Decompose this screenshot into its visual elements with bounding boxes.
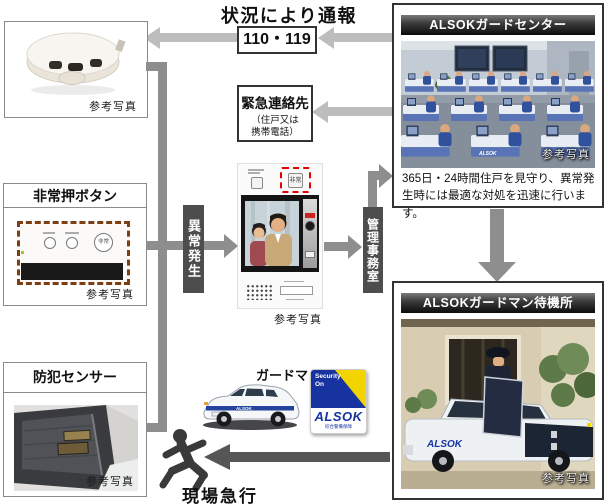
arrow-head [144,27,160,49]
emergency-contact-sub1: （住戸又は [251,115,299,126]
badge-brand: ALSOK [314,409,363,424]
arrow-head [312,101,328,123]
arrow-shaft [328,107,392,116]
alarm-occurred-label: 異常発生 [183,205,204,293]
rush-to-scene-label: 現場急行 [182,487,258,504]
arrow-shaft [160,33,237,42]
panel-black-strip [21,263,123,280]
panel-button-1 [44,237,56,249]
running-man-icon [159,429,208,491]
emergency-contact-title: 緊急連絡先 [241,96,309,111]
desk-brand-label: ALSOK [478,151,497,157]
alsok-security-badge: Security On ALSOK 綜合警備保障 [310,369,367,434]
alsok-guard-center-box: ALSOKガードセンター [392,3,604,220]
connector-smoke-stub [146,62,167,71]
panel-emergency-button: 非常 [94,233,113,252]
station-car-brand-label: ALSOK [426,439,463,450]
photo-caption: 参考写真 [542,149,590,161]
badge-emblem [311,370,366,408]
badge-company: 綜合警備保障 [325,424,352,429]
photo-caption: 参考写真 [86,476,134,488]
camera-lens [305,221,315,231]
security-sensor-title: 防犯センサー [4,363,146,393]
patrol-car-image: ALSOK [203,384,300,430]
arrow-shaft [490,209,504,263]
arrow-shaft [230,452,390,462]
emergency-contact-box: 緊急連絡先 （住戸又は 携帯電話） [237,85,313,142]
emergency-button-photo: 非常 [17,221,130,285]
emergency-highlight-dashed-box: 非常 [280,167,311,193]
emergency-contact-sub2: 携帯電話） [251,127,299,139]
panel-led [21,251,24,254]
intercom-photo: 非常 [237,163,323,309]
arrow-shaft [334,33,392,42]
photo-caption: 参考写真 [86,289,134,301]
smoke-detector-box: 参考写真 [4,21,148,118]
arrow-head [379,164,393,188]
page-title: 状況により通報 [220,6,358,26]
intercom-screen-people [245,201,299,266]
arrow-head [318,27,334,49]
intercom-emergency-button: 非常 [288,173,303,188]
patrol-car-brand-label: ALSOK [236,406,253,411]
badge-security-on: Security On [315,373,341,389]
alsok-guard-center-title: ALSOKガードセンター [401,15,595,35]
camera-label [305,213,315,218]
arrow-head [348,235,362,259]
report-110-119-box: 110・119 [237,26,317,54]
side-button [305,251,315,258]
smoke-detector-photo [26,32,126,95]
connector-sensor-stub [146,423,167,432]
intercom-side-panel [303,199,317,268]
photo-caption: 参考写真 [274,314,322,326]
alsok-guard-station-box: ALSOKガードマン待機所 [392,281,604,500]
emergency-button-title: 非常押ボタン [4,184,146,208]
photo-caption: 参考写真 [542,473,590,485]
arrow-head [478,262,516,282]
arrow-shaft [324,242,348,251]
alsok-guard-station-title: ALSOKガードマン待機所 [401,293,595,313]
arrow-shaft [368,171,379,180]
talk-button [280,286,313,295]
intercom-button [251,177,263,189]
emergency-button-box: 非常押ボタン 非常 参考写真 [3,183,147,306]
intercom-screen-bezel [241,195,319,272]
security-sensor-photo [14,405,138,491]
alsok-guard-center-photo: ALSOK [401,41,595,168]
security-sensor-box: 防犯センサー 参考写真 [3,362,147,497]
speaker-grille [246,284,272,300]
arrow-shaft [368,176,377,208]
management-office-label: 管理事務室 [363,207,383,293]
photo-caption: 参考写真 [89,101,137,113]
alsok-guard-station-photo: ALSOK [401,319,595,489]
panel-button-2 [66,237,78,249]
arrow-head [224,234,238,258]
guard-center-description: 365日・24時間住戸を見守り、異常発生時には最適な対処を迅速に行います。 [402,173,595,220]
arrow-head [204,444,230,470]
